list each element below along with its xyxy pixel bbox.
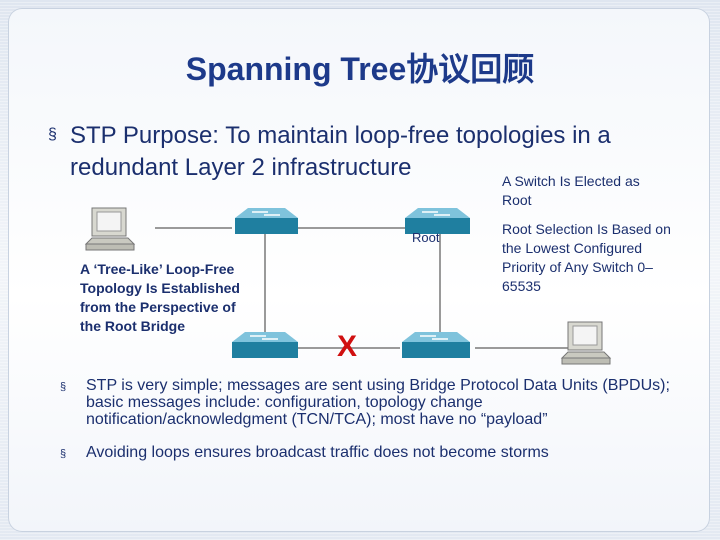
label-root-selection: Root Selection Is Based on the Lowest Co…: [502, 221, 671, 294]
computer-left-icon: [84, 207, 136, 251]
main-bullet-marker: §: [48, 126, 57, 143]
sub-bullet-text-2: Avoiding loops ensures broadcast traffic…: [86, 444, 549, 461]
computer-right-icon: [560, 321, 612, 365]
sub-bullet-text-1: STP is very simple; messages are sent us…: [86, 377, 670, 428]
slide-frame: [8, 8, 710, 532]
switch-bottom-right-icon: [402, 332, 470, 358]
sub-bullet-marker-2: §: [60, 448, 67, 460]
sub-bullet-marker-1: §: [60, 381, 67, 393]
label-switch-elected: A Switch Is Elected as Root: [502, 173, 640, 208]
root-switch-icon: [405, 208, 470, 234]
root-switch-label: Root: [412, 230, 440, 245]
switch-top-left-icon: [235, 208, 298, 234]
main-bullet-text: STP Purpose: To maintain loop-free topol…: [70, 122, 611, 181]
label-tree-like: A ‘Tree-Like’ Loop-Free Topology Is Esta…: [80, 261, 240, 334]
switch-bottom-left-icon: [232, 332, 298, 358]
slide-title: Spanning Tree协议回顾: [185, 51, 535, 87]
blocked-link-marker: X: [337, 330, 358, 363]
